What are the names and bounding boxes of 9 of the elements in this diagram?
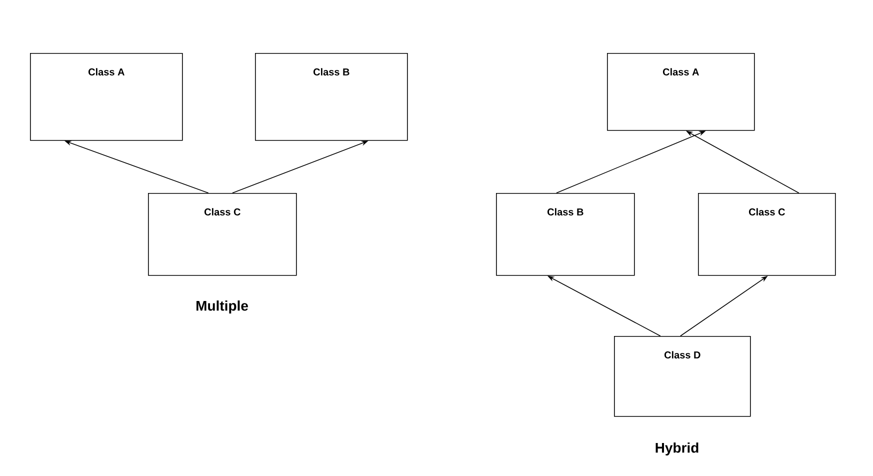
class-box: Class D xyxy=(614,336,751,417)
class-box: Class B xyxy=(496,193,635,276)
class-box: Class C xyxy=(698,193,836,276)
class-box: Class B xyxy=(255,53,408,141)
class-box: Class C xyxy=(148,193,297,276)
diagram-caption: Multiple xyxy=(196,300,248,314)
diagram-caption: Hybrid xyxy=(656,442,698,456)
class-box: Class A xyxy=(30,53,183,141)
class-box: Class A xyxy=(607,53,755,131)
